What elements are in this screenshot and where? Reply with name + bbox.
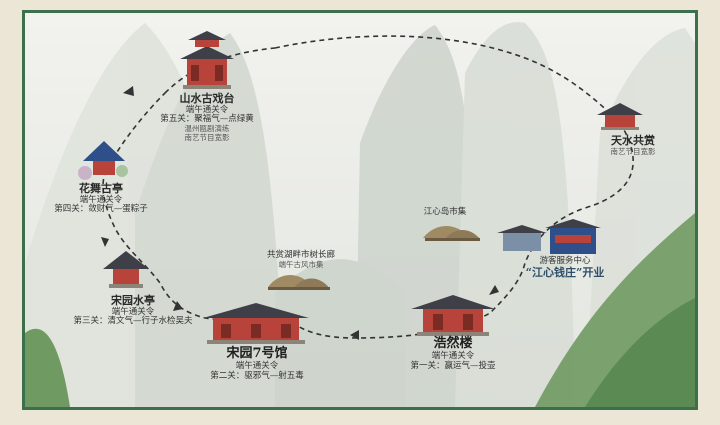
- haoran-line2: 第一关：赢运气—投壶: [410, 360, 496, 371]
- songyuan-shuiting-pavilion: [103, 251, 149, 288]
- visitor-center-building: [497, 219, 601, 254]
- route-arrow-3: [173, 301, 183, 311]
- opera-stage-line3: 温州瓯剧演练: [184, 124, 230, 134]
- visitor-center-name: 游客服务中心: [539, 256, 591, 266]
- lakeside-market-line1: 端午古风市集: [278, 259, 324, 269]
- opera-stage-building: [180, 31, 234, 89]
- visitor-center-brand: “江心钱庄”开业: [525, 265, 605, 279]
- tianshui-line1: 南艺节目宽影: [610, 146, 656, 156]
- route-arrow-5: [123, 86, 134, 96]
- songyuan7-label: 宋园7号馆 端午通关令 第二关：驱邪气—射五毒: [210, 346, 304, 381]
- green-hill-left: [25, 328, 70, 407]
- route-arrow-1: [489, 285, 499, 295]
- route-arrow-2: [350, 330, 359, 340]
- lakeside-market-stalls: [268, 275, 330, 290]
- opera-stage-name: 山水古戏台: [179, 92, 235, 105]
- songyuan-shuiting-line1: 端午通关令: [111, 306, 155, 317]
- opera-stage-label: 山水古戏台 端午通关令 第五关：聚福气—点绿黄 温州瓯剧演练 南艺节目宽影: [160, 92, 254, 142]
- huawu-line2: 第四关：敛财气—蛋粽子: [54, 204, 148, 215]
- songyuan-shuiting-label: 宋园水亭 端午通关令 第三关：清文气—行子水检吴夫: [73, 294, 193, 327]
- songyuan7-line2: 第二关：驱邪气—射五毒: [210, 370, 304, 381]
- jiangxin-market-name: 江心岛市集: [423, 207, 467, 217]
- route-arrow-4: [101, 237, 109, 247]
- haoran-label: 浩然楼 端午通关令 第一关：赢运气—投壶: [410, 336, 496, 371]
- songyuan-shuiting-name: 宋园水亭: [110, 294, 155, 307]
- lakeside-market-label: 共赏湖畔市树长廊 端午古风市集: [266, 250, 336, 269]
- huawu-pavilion: [78, 141, 128, 180]
- opera-stage-line4: 南艺节目宽影: [184, 132, 230, 142]
- huawu-line1: 端午通关令: [79, 194, 123, 205]
- opera-stage-line1: 端午通关令: [185, 104, 229, 115]
- tianshui-label: 天水共赏 南艺节目宽影: [610, 134, 656, 156]
- songyuan7-hall: [203, 303, 309, 344]
- haoran-tower: [411, 295, 495, 336]
- jiangxin-market-label: 江心岛市集: [423, 207, 467, 218]
- map-illustration: [25, 22, 695, 407]
- tianshui-pavilion: [597, 103, 643, 130]
- songyuan-shuiting-line2: 第三关：清文气—行子水检吴夫: [73, 316, 193, 327]
- songyuan7-line1: 端午通关令: [235, 360, 279, 371]
- huawu-label: 花舞古亭 端午通关令 第四关：敛财气—蛋粽子: [54, 182, 148, 215]
- lakeside-market-name: 共赏湖畔市树长廊: [266, 250, 336, 260]
- songyuan7-name: 宋园7号馆: [226, 346, 288, 361]
- map-frame: 山水古戏台 端午通关令 第五关：聚福气—点绿黄 温州瓯剧演练 南艺节目宽影 天水…: [22, 10, 698, 410]
- huawu-name: 花舞古亭: [78, 182, 123, 195]
- haoran-line1: 端午通关令: [431, 350, 475, 361]
- jiangxin-market-stalls: [423, 225, 480, 241]
- haoran-name: 浩然楼: [433, 336, 473, 351]
- visitor-center-label: 游客服务中心 “江心钱庄”开业: [525, 256, 605, 279]
- tianshui-name: 天水共赏: [611, 134, 655, 147]
- opera-stage-line2: 第五关：聚福气—点绿黄: [160, 114, 254, 125]
